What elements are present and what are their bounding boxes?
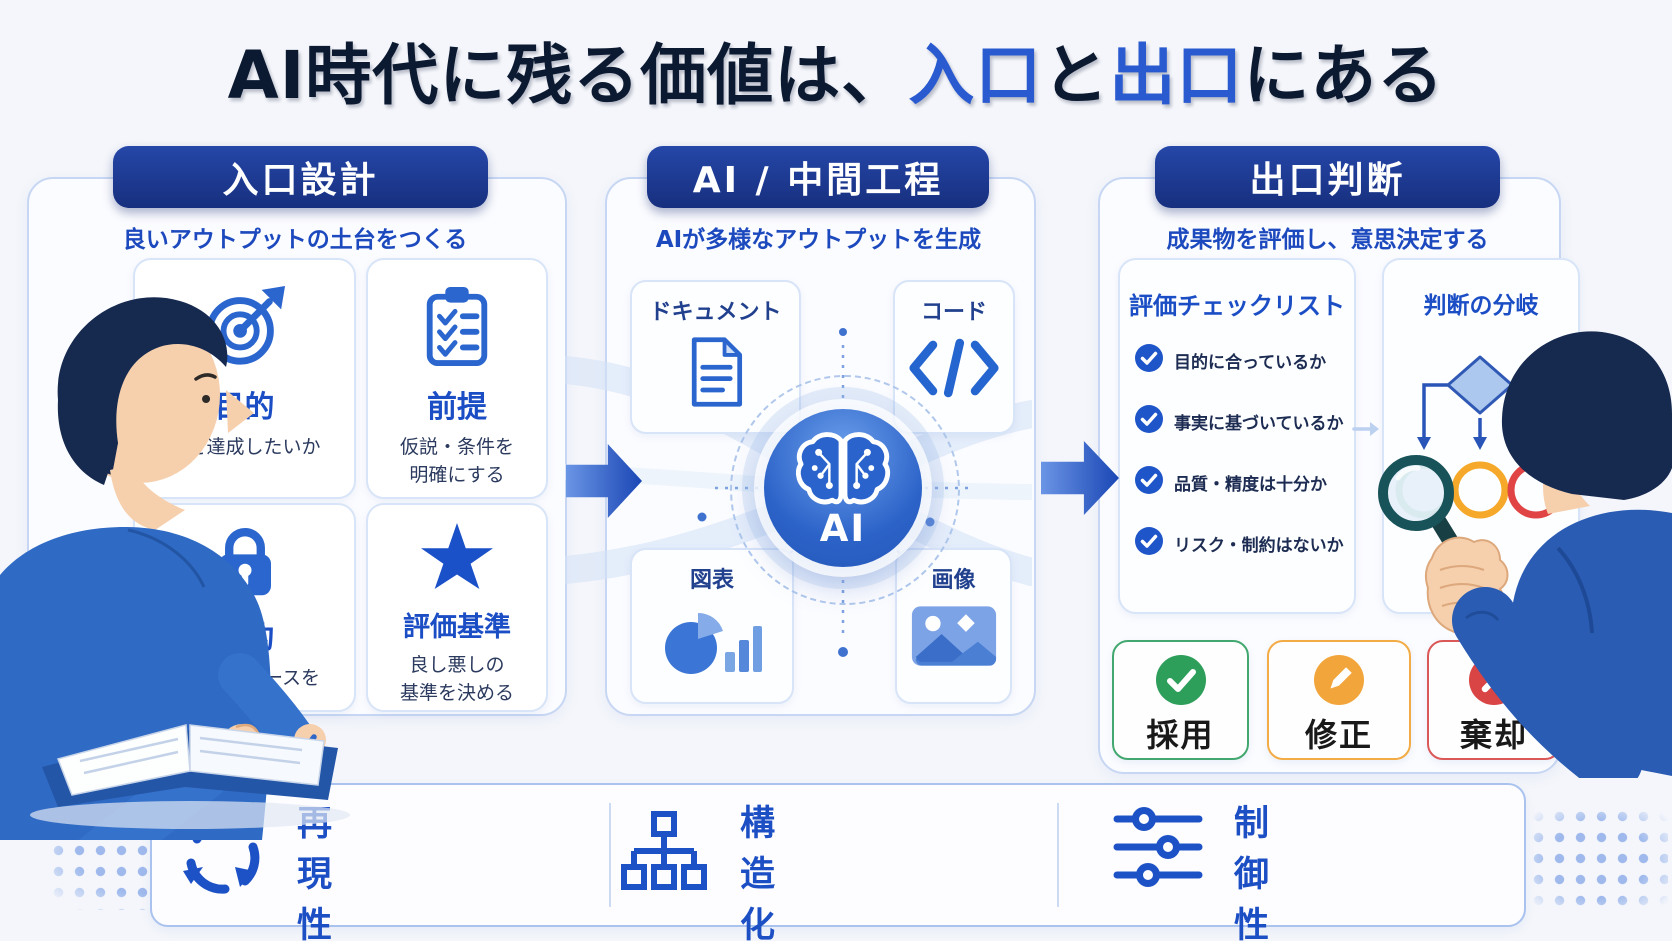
left-person-illustration — [0, 297, 350, 840]
card-output-document: ドキュメント — [630, 280, 801, 434]
footer-divider — [609, 803, 611, 907]
checklist-item: 目的に合っているか — [1120, 343, 1354, 377]
connector-arrow-icon — [1352, 422, 1379, 436]
clipboard-icon — [418, 284, 496, 372]
panel-output-subtitle: 成果物を評価し、意思決定する — [1166, 227, 1489, 253]
checklist-item-text: 品質・精度は十分か — [1174, 474, 1327, 495]
chart-icon — [662, 604, 762, 682]
footer-item-text: 構造化 情報を整理し、 考えと判断を明確にする — [740, 795, 780, 941]
card-criteria-desc: 良し悪しの 基準を決める — [399, 654, 514, 704]
ai-core-label: AI — [819, 507, 867, 550]
hierarchy-icon — [620, 807, 708, 903]
dot-pattern-right — [1528, 806, 1668, 914]
decision-reject-label: 棄却 — [1459, 716, 1528, 754]
ai-dashed-ring — [730, 375, 960, 605]
card-output-chart-label: 図表 — [689, 568, 734, 593]
checklist-item: 事実に基づいているか — [1120, 404, 1354, 438]
panel-input-header: 入口設計 — [113, 146, 488, 208]
page-title: AI時代に残る価値は、入口と出口にある — [0, 22, 1672, 118]
card-criteria-title: 評価基準 — [403, 612, 511, 643]
title-highlight-exit: 出口 — [1109, 37, 1244, 114]
checklist-item-text: リスク・制約はないか — [1174, 535, 1344, 556]
check-circle-icon — [1155, 655, 1206, 705]
decision-adopt: 採用 — [1112, 640, 1249, 760]
star-icon — [421, 521, 493, 595]
sliders-icon — [1112, 807, 1204, 891]
footer-item-text: 制御性 前提・制約・基準で コントロールできる — [1234, 795, 1274, 941]
diamond-node — [1446, 355, 1514, 415]
panel-ai-header: AI / 中間工程 — [647, 146, 989, 208]
branch-circle-revise — [1451, 461, 1509, 519]
check-icon — [1134, 526, 1164, 560]
panel-output-header: 出口判断 — [1155, 146, 1500, 208]
image-icon — [910, 604, 998, 672]
title-part: と — [1042, 37, 1110, 114]
decision-adopt-label: 採用 — [1146, 716, 1215, 754]
checklist-item-text: 目的に合っているか — [1174, 352, 1327, 373]
checklist-title: 評価チェックリスト — [1129, 292, 1345, 320]
footer-divider — [1057, 803, 1059, 907]
checklist: 目的に合っているか 事実に基づいているか 品質・精度は十分か リスク・制約はない… — [1120, 343, 1354, 560]
card-output-code-label: コード — [920, 300, 987, 325]
card-criteria: 評価基準 良し悪しの 基準を決める — [366, 503, 548, 712]
footer-item-title: 構造化 — [740, 804, 776, 941]
code-icon — [908, 336, 1000, 404]
branch-title: 判断の分岐 — [1423, 293, 1539, 319]
card-evaluation-checklist: 評価チェックリスト 目的に合っているか 事実に基づいているか 品質・精度は十分か… — [1118, 258, 1356, 614]
title-highlight-entrance: 入口 — [908, 37, 1043, 114]
decision-revise: 修正 — [1267, 640, 1411, 760]
card-premise-desc: 仮説・条件を 明確にする — [399, 436, 514, 486]
card-output-document-label: ドキュメント — [649, 300, 782, 325]
check-icon — [1134, 343, 1164, 377]
panel-input-subtitle: 良いアウトプットの土台をつくる — [122, 227, 468, 253]
check-icon — [1134, 404, 1164, 438]
card-output-image-label: 画像 — [931, 568, 976, 593]
title-part: AI時代に残る価値は、 — [227, 37, 909, 114]
card-premise-title: 前提 — [427, 390, 487, 425]
footer-value-bar: 再現性 誰がやっても、同じ結果を 再現できる — [150, 783, 1526, 941]
brain-icon — [791, 429, 895, 511]
right-person-illustration — [1378, 331, 1672, 778]
title-part: にある — [1243, 37, 1445, 114]
checklist-item: 品質・精度は十分か — [1120, 465, 1354, 499]
footer-item-title: 制御性 — [1234, 804, 1270, 941]
card-premise: 前提 仮説・条件を 明確にする — [366, 258, 548, 499]
checklist-item-text: 事実に基づいているか — [1174, 413, 1344, 434]
decision-revise-label: 修正 — [1304, 716, 1373, 754]
check-icon — [1134, 465, 1164, 499]
pencil-circle-icon — [1314, 655, 1364, 705]
checklist-item: リスク・制約はないか — [1120, 526, 1354, 560]
document-icon — [685, 336, 747, 412]
ai-core: AI — [764, 409, 922, 567]
panel-ai-subtitle: AIが多様なアウトプットを生成 — [655, 227, 982, 253]
